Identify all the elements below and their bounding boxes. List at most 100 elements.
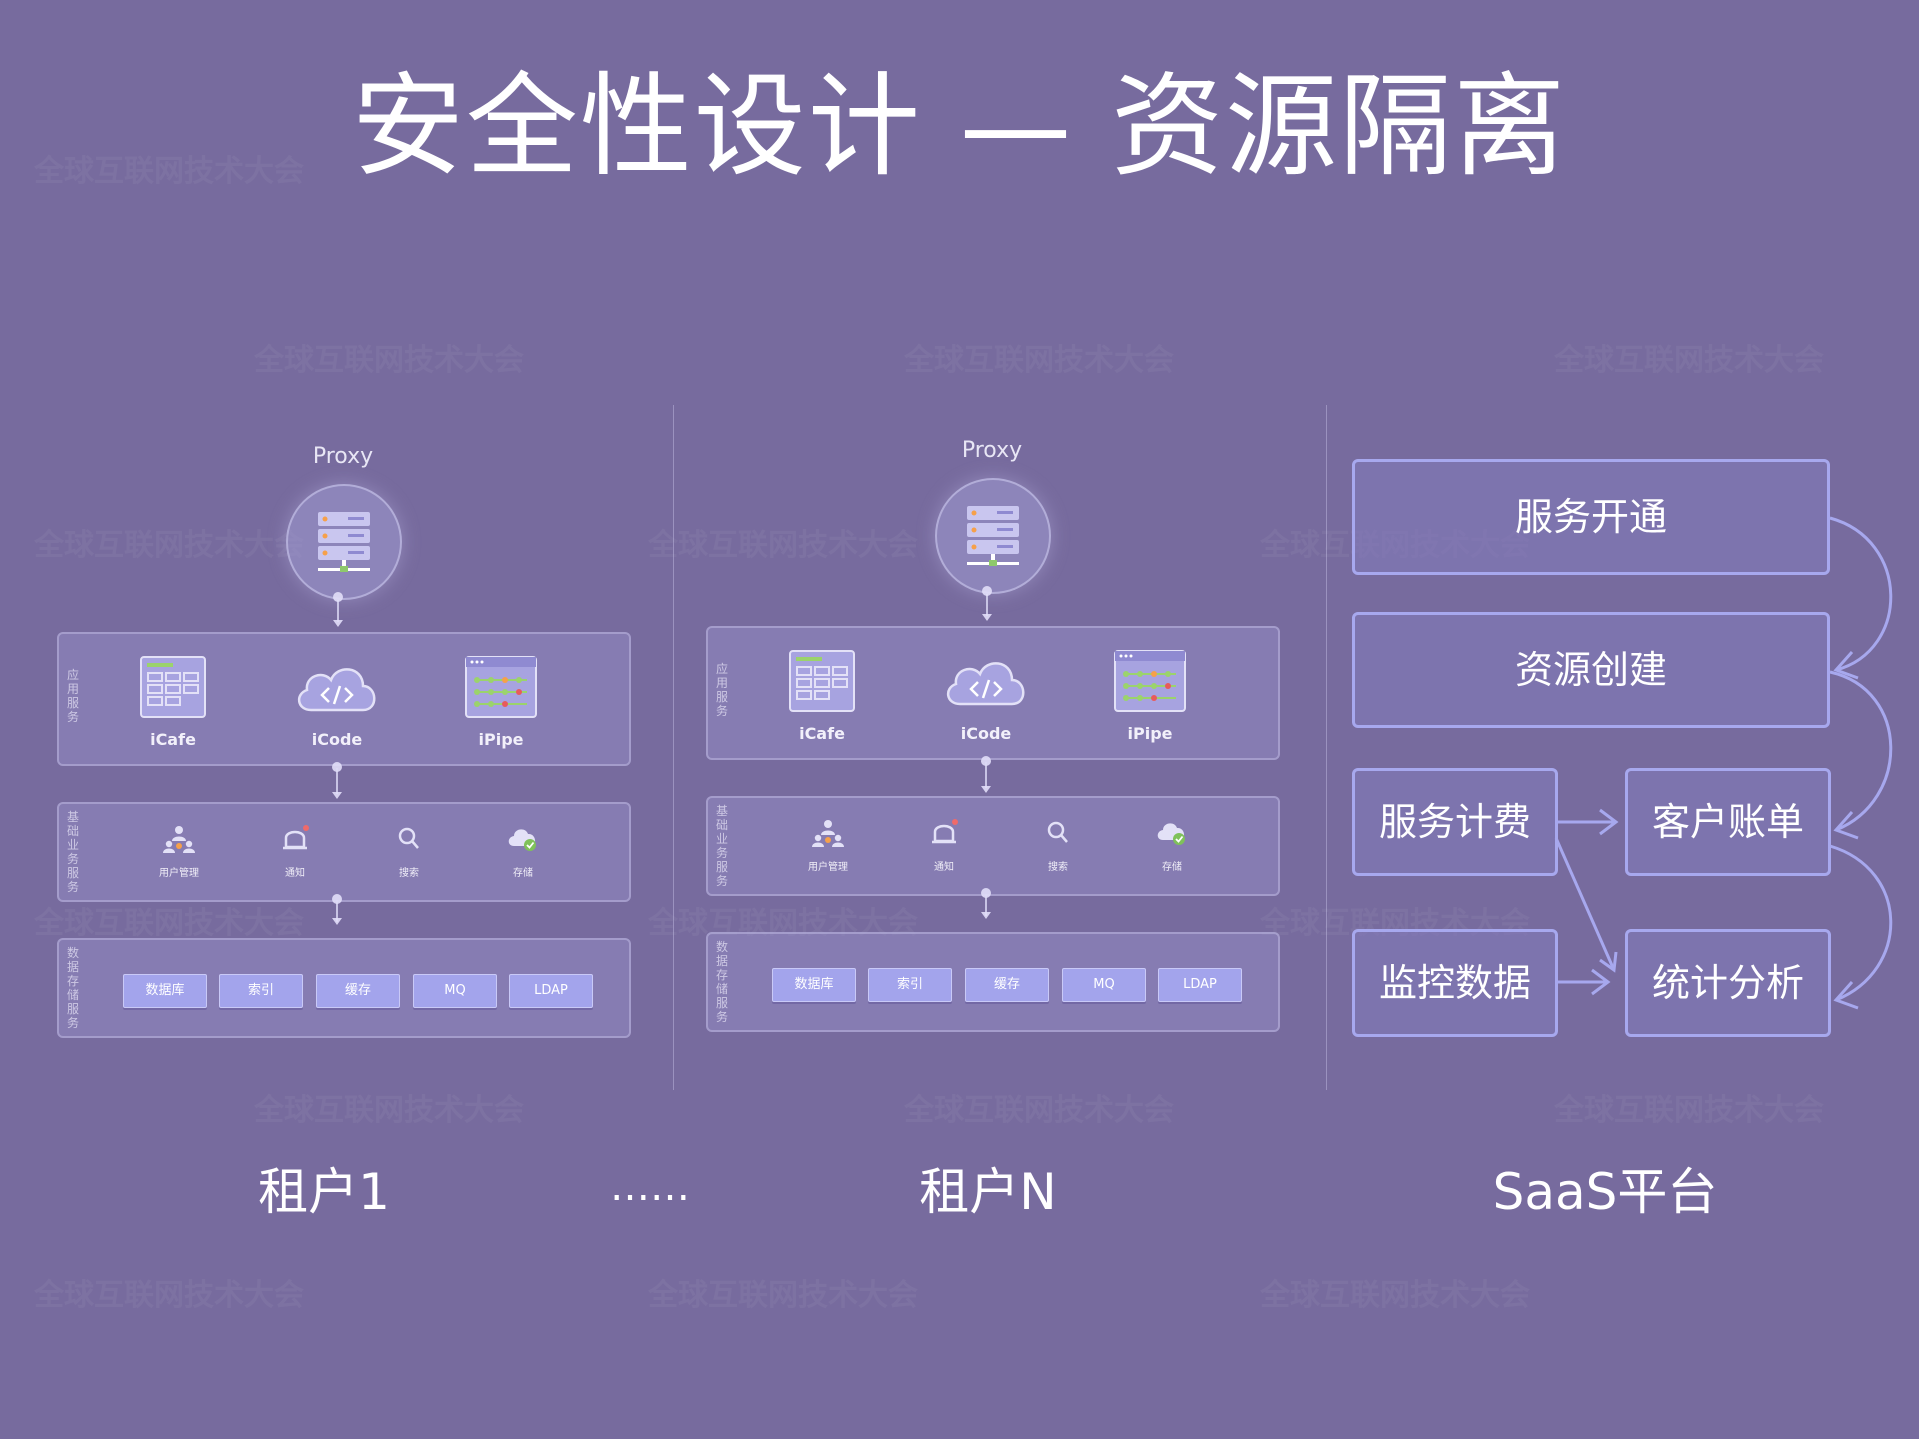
service-search: 搜索 [1018,818,1098,873]
connector-arrow [332,918,342,925]
monitor-data-label: 监控数据 [1378,961,1531,1005]
bell-icon [283,825,309,850]
connector-arrow [333,620,343,627]
app-label: iPipe [1127,724,1173,743]
tenant-n-diagram: Proxy 应用服务 [706,438,1280,1078]
service-user-management: 用户管理 [139,824,219,879]
kanban-icon [140,656,206,718]
service-label: 用户管理 [159,868,199,879]
kanban-icon [789,650,855,712]
service-open-label: 服务开通 [1514,495,1667,539]
storage-ldap: LDAP [1158,968,1242,1002]
customer-bill-label: 客户账单 [1651,800,1804,844]
panel-label: 数据存储服务 [67,946,80,1030]
ellipsis-label: …… [610,1164,690,1210]
service-search: 搜索 [369,824,449,879]
storage-database: 数据库 [123,974,207,1008]
service-notification: 通知 [255,824,335,879]
base-services-panel: 基础业务服务 用户管理 通知 搜索 [706,796,1280,896]
proxy-server-icon [935,478,1051,594]
watermark: 全球互联网技术大会 [254,1093,524,1128]
app-label: iPipe [478,730,524,749]
service-billing-label: 服务计费 [1378,800,1531,844]
service-label: 搜索 [1048,862,1068,873]
users-icon [812,820,844,847]
stat-analysis-label: 统计分析 [1651,961,1804,1005]
connector-line [985,894,987,916]
storage-database: 数据库 [772,968,856,1002]
app-label: iCode [311,730,363,749]
pipeline-icon [465,656,537,718]
panel-label: 应用服务 [67,668,80,724]
pipeline-icon [1114,650,1186,712]
watermark: 全球互联网技术大会 [648,528,918,563]
search-icon [1047,821,1068,843]
service-label: 通知 [934,862,954,873]
resource-create-box: 资源创建 [1352,612,1830,728]
connector-line [985,762,987,788]
watermark: 全球互联网技术大会 [904,1093,1174,1128]
connector-line [336,900,338,922]
divider [1326,405,1327,1090]
connector-dot [982,586,992,596]
app-icafe: iCafe [762,648,882,743]
app-ipipe: iPipe [1090,648,1210,743]
storage-mq: MQ [413,974,497,1008]
tenant-1-diagram: Proxy 应用服务 [57,444,631,1084]
users-icon [163,826,195,853]
service-label: 存储 [1162,862,1182,873]
cloud-check-icon [1157,823,1185,845]
service-label: 用户管理 [808,862,848,873]
storage-cache: 缓存 [316,974,400,1008]
customer-bill-box: 客户账单 [1625,768,1831,876]
watermark: 全球互联网技术大会 [254,343,524,378]
panel-label: 应用服务 [716,662,729,718]
tenant-n-label: 租户N [919,1163,1057,1221]
app-label: iCafe [150,730,196,749]
saas-platform-label: SaaS平台 [1492,1163,1718,1221]
watermark: 全球互联网技术大会 [904,343,1174,378]
app-services-panel: 应用服务 iCafe iCode [706,626,1280,760]
service-label: 存储 [513,868,533,879]
watermark: 全球互联网技术大会 [1554,1093,1824,1128]
service-label: 搜索 [399,868,419,879]
storage-index: 索引 [868,968,952,1002]
proxy-server-icon [286,484,402,600]
app-icode: iCode [926,648,1046,743]
service-label: 通知 [285,868,305,879]
storage-ldap: LDAP [509,974,593,1008]
watermark: 全球互联网技术大会 [34,906,304,941]
app-icafe: iCafe [113,654,233,749]
app-icode: iCode [277,654,397,749]
watermark: 全球互联网技术大会 [34,528,304,563]
service-storage: 存储 [483,824,563,879]
app-label: iCafe [799,724,845,743]
bell-icon [932,819,958,844]
proxy-label: Proxy [312,444,374,469]
storage-cache: 缓存 [965,968,1049,1002]
cloud-code-icon [947,662,1025,706]
service-open-box: 服务开通 [1352,459,1830,575]
monitor-data-box: 监控数据 [1352,929,1558,1037]
connector-line [986,594,988,616]
watermark: 全球互联网技术大会 [34,1278,304,1313]
panel-label: 基础业务服务 [716,804,729,888]
cloud-code-icon [298,668,376,712]
storage-services-panel: 数据存储服务 数据库 索引 缓存 MQ LDAP [57,938,631,1038]
connector-dot [981,888,991,898]
tenant-1-label: 租户1 [258,1163,390,1221]
watermark: 全球互联网技术大会 [648,1278,918,1313]
storage-services-panel: 数据存储服务 数据库 索引 缓存 MQ LDAP [706,932,1280,1032]
watermark: 全球互联网技术大会 [1260,1278,1530,1313]
app-services-panel: 应用服务 iCafe iCode [57,632,631,766]
service-notification: 通知 [904,818,984,873]
connector-line [336,768,338,794]
connector-arrow [981,912,991,919]
storage-mq: MQ [1062,968,1146,1002]
connector-dot [332,894,342,904]
storage-index: 索引 [219,974,303,1008]
page-title: 安全性设计 — 资源隔离 [351,62,1568,192]
connector-arrow [981,786,991,793]
connector-arrow [332,792,342,799]
divider [673,405,674,1090]
